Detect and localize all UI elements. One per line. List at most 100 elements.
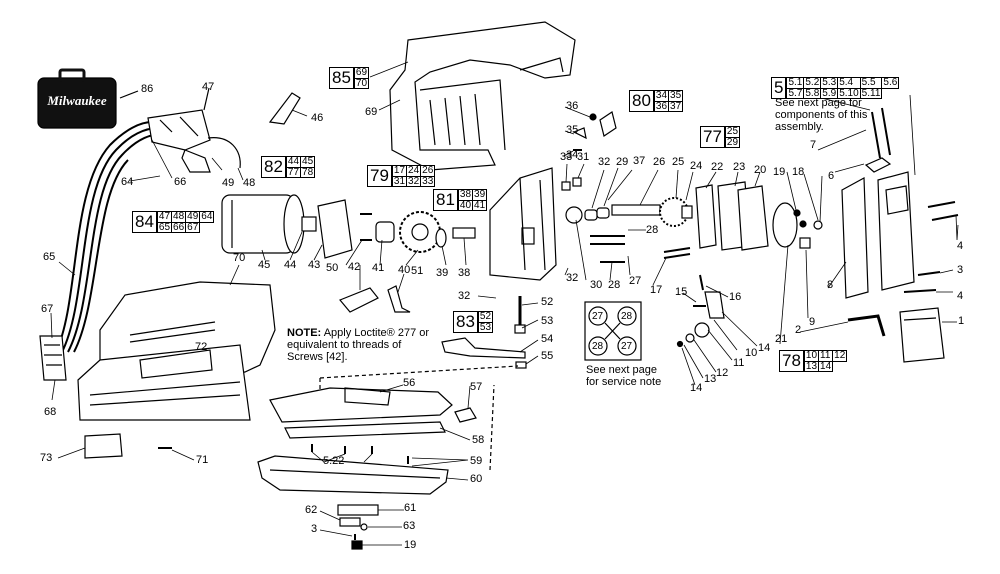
service-circle-label: 28 (621, 311, 633, 322)
callout-47: 47 (202, 81, 215, 93)
kit-subpart: 14 (818, 360, 834, 372)
kit-subpart: 5.4 (837, 77, 861, 89)
kit-subpart: 40 (457, 199, 474, 211)
kit-subpart: 47 (156, 211, 173, 223)
leader-lines (50, 61, 959, 546)
washer-39 (435, 228, 447, 248)
note-kit5-line3: assembly. (775, 121, 824, 133)
callout-35: 35 (566, 124, 579, 136)
callout-69: 69 (365, 106, 378, 118)
kit-number: 82 (261, 156, 286, 178)
callout-11: 11 (733, 357, 745, 369)
base-60 (257, 455, 449, 495)
washer-12 (685, 333, 695, 343)
callout-6: 6 (828, 170, 835, 182)
callout-37: 37 (633, 155, 646, 167)
plate-58 (284, 421, 446, 439)
part-62 (339, 517, 361, 527)
callout-32: 32 (458, 290, 471, 302)
switch-47 (147, 87, 241, 173)
note-kit5-line1: See next page for (775, 97, 862, 109)
kit-subpart: 35 (668, 90, 684, 102)
kit-subpart: 37 (668, 100, 684, 112)
washer-63 (360, 523, 368, 531)
callout-64: 64 (121, 176, 134, 188)
clip-6 (864, 157, 892, 173)
note-service-line1: See next page (586, 364, 657, 376)
callout-38: 38 (458, 267, 471, 279)
callout-31: 31 (577, 151, 590, 163)
kit-subpart: 5.1 (786, 77, 805, 89)
callout-30: 30 (590, 279, 603, 291)
kit-subpart: 10 (803, 350, 820, 362)
kit-number: 78 (779, 350, 804, 372)
kit-subpart: 44 (285, 156, 302, 168)
callout-22: 22 (711, 161, 724, 173)
kit-number: 84 (132, 211, 157, 233)
milwaukee-logo: Milwaukee (46, 93, 106, 108)
kit-number: 80 (629, 90, 654, 112)
callout-42: 42 (348, 261, 361, 273)
kit-subpart: 78 (300, 166, 316, 178)
kit-subpart: 67 (185, 221, 201, 233)
callout-73: 73 (40, 452, 53, 464)
kit-subpart: 31 (391, 175, 408, 187)
plate-23b (737, 185, 769, 251)
callout-19: 19 (773, 166, 786, 178)
kit-subpart: 5.11 (859, 87, 883, 99)
kit-subpart: 34 (653, 90, 670, 102)
callout-12: 12 (716, 367, 729, 379)
callout-20: 20 (754, 164, 767, 176)
lever-54 (441, 337, 526, 359)
callout-13: 13 (704, 373, 717, 385)
kit-subpart: 29 (724, 136, 741, 148)
kit-subpart: 25 (724, 126, 741, 138)
kit-number: 83 (453, 311, 478, 333)
plate-61 (337, 504, 379, 516)
callout-9: 9 (809, 316, 816, 328)
callout-56: 56 (403, 377, 416, 389)
callout-66: 66 (174, 176, 187, 188)
roller-9 (799, 237, 811, 249)
kit-subpart: 33 (420, 175, 436, 187)
callout-32: 32 (566, 272, 579, 284)
part-51 (387, 285, 411, 313)
callout-32: 32 (598, 156, 611, 168)
kit-subpart: 17 (391, 165, 408, 177)
note-kit5: See next page for components of this ass… (775, 97, 867, 133)
kit-subpart: 39 (472, 189, 488, 201)
callout-19: 19 (404, 539, 417, 551)
callout-8: 8 (827, 279, 834, 291)
callout-54: 54 (541, 333, 554, 345)
screws-42 (360, 213, 372, 241)
callout-4: 4 (957, 240, 964, 252)
kit-subpart: 11 (818, 350, 834, 362)
case-86: Milwaukee (37, 68, 139, 129)
kit-subpart: 49 (185, 211, 201, 223)
note-loctite-line3: Screws [42]. (287, 351, 348, 363)
callout-5.22: 5.22 (323, 455, 345, 467)
callout-23: 23 (733, 161, 746, 173)
kit-subpart: 53 (477, 321, 494, 333)
callout-36: 36 (566, 100, 579, 112)
kit-subpart: 52 (477, 311, 494, 323)
housing-70 (77, 281, 276, 421)
callout-49: 49 (222, 177, 235, 189)
kit-subpart: 5.2 (803, 77, 822, 89)
callout-46: 46 (311, 112, 324, 124)
roller-11 (694, 322, 710, 338)
callout-28: 28 (646, 224, 659, 236)
screws-522-59 (311, 444, 409, 464)
kit-number: 85 (329, 67, 354, 89)
kit-subpart: 26 (420, 165, 436, 177)
